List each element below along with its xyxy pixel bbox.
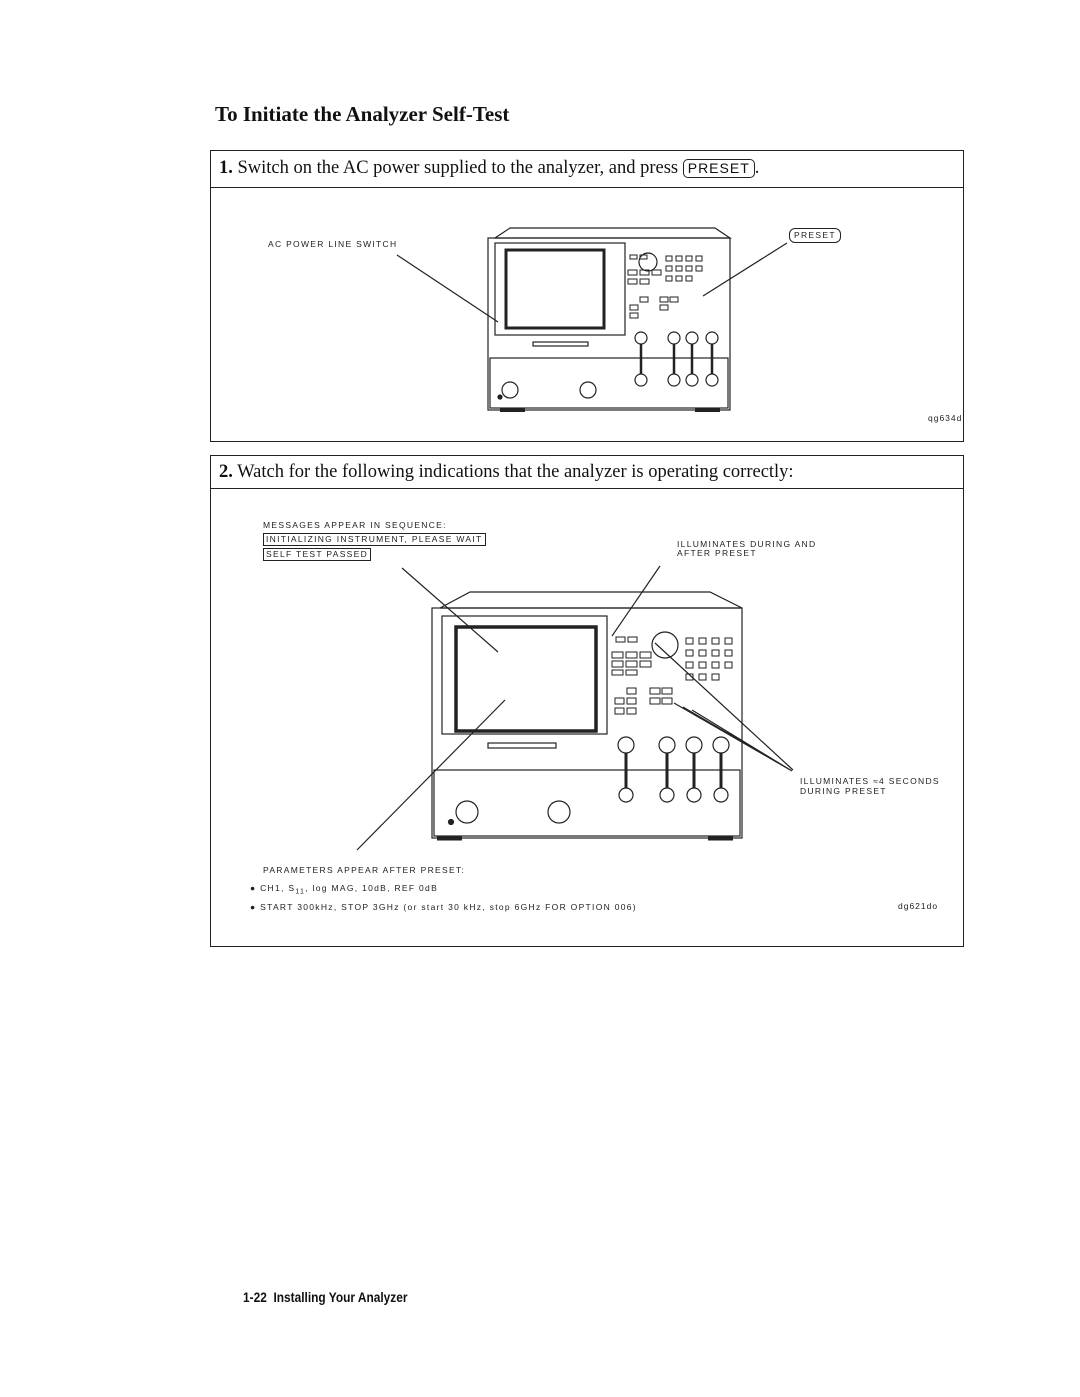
ac-power-label: AC POWER LINE SWITCH — [268, 239, 398, 249]
preset-button-label: PRESET — [789, 228, 841, 243]
page-footer: 1-22 Installing Your Analyzer — [243, 1289, 408, 1305]
parameters-heading: PARAMETERS APPEAR AFTER PRESET: — [263, 865, 466, 875]
figure-id: qg634d — [928, 413, 963, 423]
step1-box: 1. Switch on the AC power supplied to th… — [210, 150, 964, 442]
parameter-1: ● CH1, S11, log MAG, 10dB, REF 0dB — [250, 883, 439, 896]
step2-text: 2. Watch for the following indications t… — [219, 462, 794, 482]
page-title: To Initiate the Analyzer Self-Test — [215, 102, 510, 126]
parameter-2: ● START 300kHz, STOP 3GHz (or start 30 k… — [250, 902, 637, 912]
divider — [211, 187, 963, 188]
figure-id: dg621do — [898, 901, 939, 911]
messages-heading: MESSAGES APPEAR IN SEQUENCE: — [263, 520, 447, 530]
message-initializing: INITIALIZING INSTRUMENT, PLEASE WAIT — [263, 533, 486, 546]
step1-text: 1. Switch on the AC power supplied to th… — [219, 158, 760, 178]
message-self-test-passed: SELF TEST PASSED — [263, 548, 372, 561]
analyzer-drawing-1 — [396, 227, 788, 412]
analyzer-drawing-2 — [356, 565, 794, 851]
preset-key: PRESET — [682, 159, 755, 178]
step2-box: 2. Watch for the following indications t… — [210, 455, 964, 947]
divider — [211, 488, 963, 489]
